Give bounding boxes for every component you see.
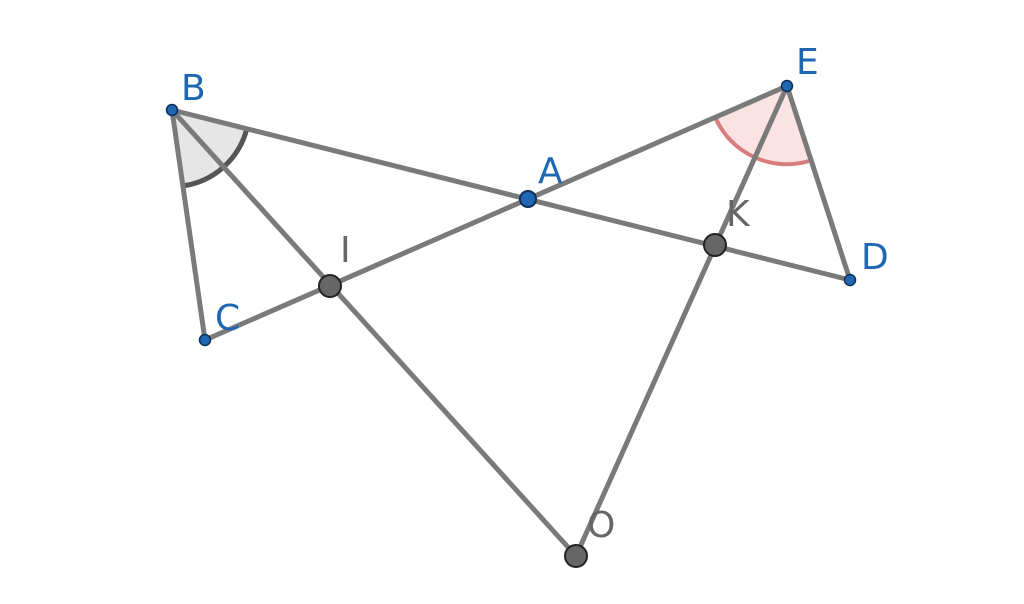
label-d: D	[861, 237, 889, 278]
label-i: I	[340, 230, 351, 271]
segment-ce	[202, 83, 790, 343]
segment-bc	[169, 107, 208, 343]
label-c: C	[215, 298, 240, 339]
point-b[interactable]	[165, 103, 179, 117]
point-o[interactable]	[564, 544, 588, 568]
label-a: A	[538, 151, 563, 192]
label-o: O	[587, 505, 615, 546]
point-a[interactable]	[519, 190, 537, 208]
segment-eo	[573, 83, 790, 559]
angle-e-marker	[716, 86, 809, 165]
point-i[interactable]	[318, 274, 342, 298]
point-d[interactable]	[843, 273, 857, 287]
label-k: K	[726, 194, 751, 235]
point-e[interactable]	[780, 79, 794, 93]
segment-ed	[784, 83, 853, 283]
point-k[interactable]	[703, 233, 727, 257]
label-e: E	[796, 42, 819, 83]
segment-bo	[169, 107, 579, 559]
label-b: B	[181, 68, 206, 109]
point-c[interactable]	[198, 333, 212, 347]
segment-bd	[169, 107, 853, 283]
